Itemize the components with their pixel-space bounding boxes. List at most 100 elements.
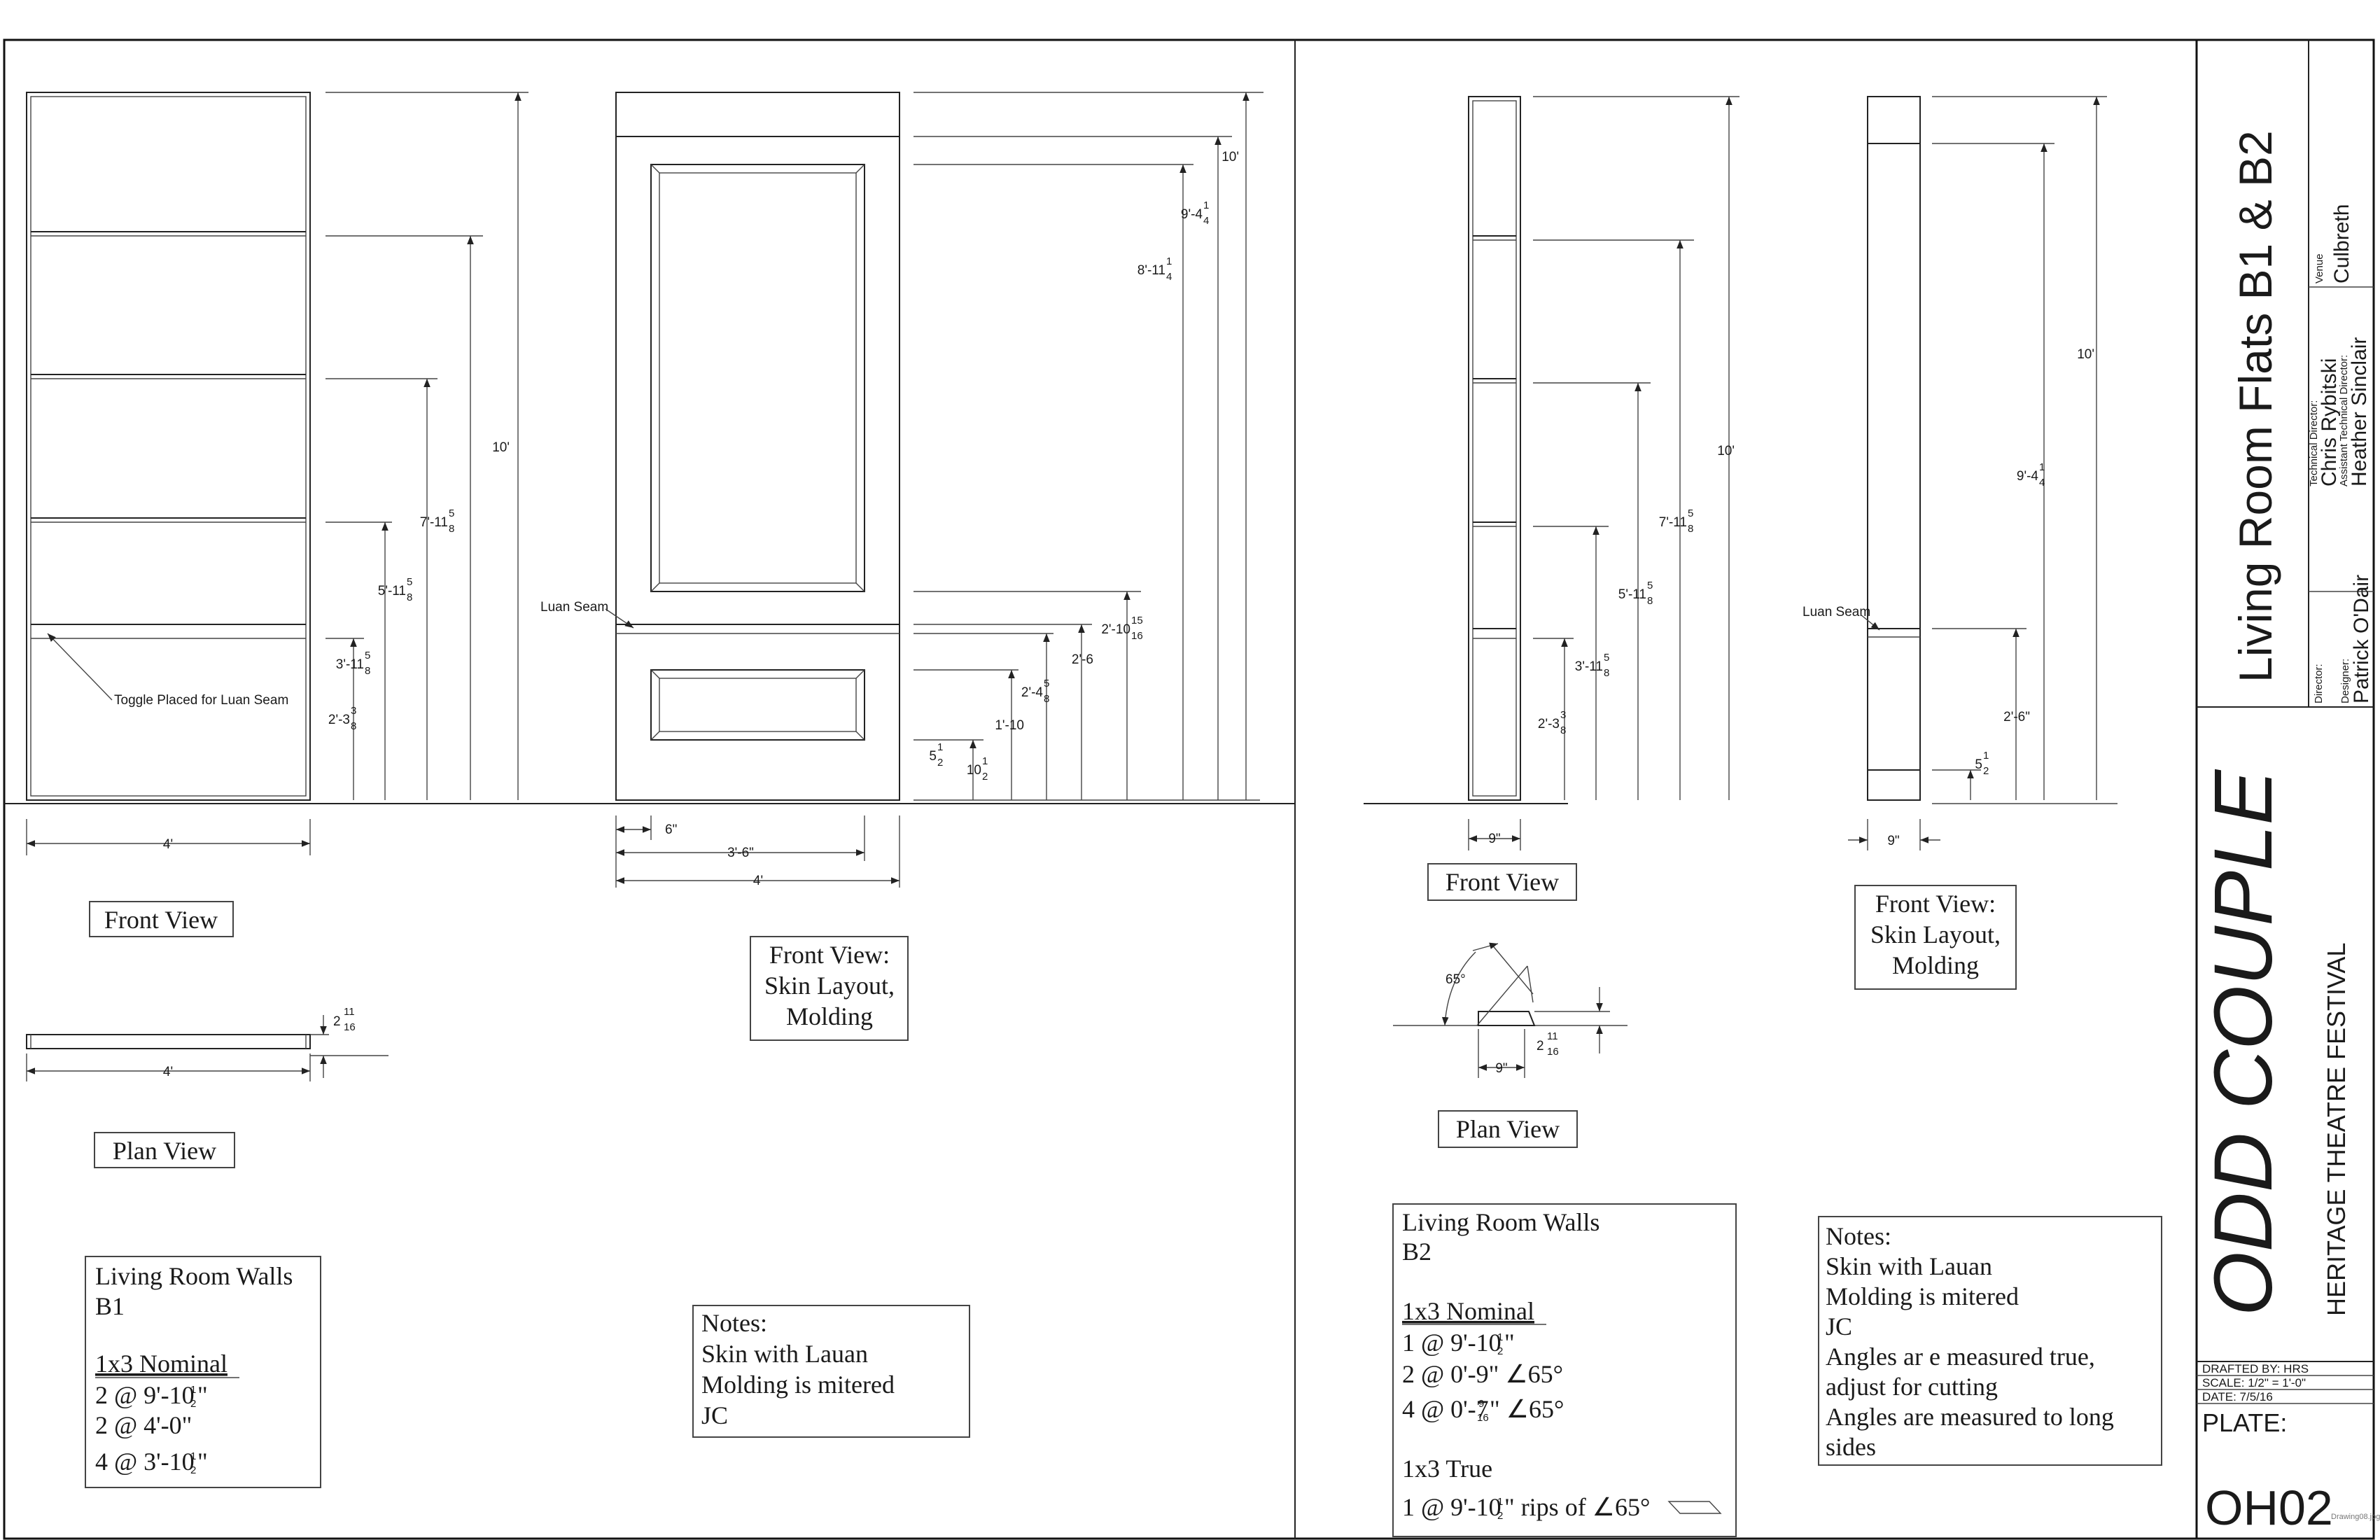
b1-dim-10: 10'	[492, 440, 510, 455]
b1-notes-line: Molding is mitered	[701, 1371, 895, 1399]
plate-number: OH02	[2205, 1480, 2333, 1535]
b1-plan-thick: 2	[333, 1014, 341, 1029]
td-role: Technical Director:	[2308, 400, 2320, 486]
b1-dim-3-11: 3'-11	[336, 657, 364, 672]
b1-frac-num: 5	[407, 576, 412, 588]
skin-dim-2-10: 2'-10	[1101, 622, 1130, 637]
b1-plan-view: 2 11 16 4' Plan View	[26, 1006, 388, 1168]
watermark: Drawing08.jpg	[2331, 1513, 2380, 1521]
b1-cut-inch: "	[197, 1448, 208, 1476]
director-role: Director:	[2313, 664, 2325, 704]
b1-cut-row-3: 4 @ 3'-10	[95, 1448, 195, 1476]
b1-frac-den: 8	[407, 592, 412, 603]
b2-cut-row-4: 1 @ 9'-10	[1402, 1493, 1502, 1521]
b1-notes-line: Skin with Lauan	[701, 1340, 868, 1368]
b2-notes-line: JC	[1826, 1312, 1852, 1340]
b2-skin-frac: 4	[2039, 477, 2045, 489]
b1-dim-7-11: 7'-11	[420, 515, 448, 530]
b2-cut-frac: 1	[1497, 1496, 1503, 1508]
b2-skin-dim-10: 10'	[2077, 347, 2094, 362]
b2-cut-row-3: 4 @ 0'-7	[1402, 1395, 1489, 1423]
b2-notes-line: adjust for cutting	[1826, 1373, 1998, 1401]
skin-dim-1-10: 1'-10	[995, 718, 1024, 733]
b1-front-view-label: Front View	[104, 906, 218, 934]
skin-label-1: Front View:	[769, 941, 890, 969]
b1-cut-frac: 1	[190, 1384, 196, 1396]
b2-skin-label-3: Molding	[1892, 951, 1979, 979]
b2-notes-line: Molding is mitered	[1826, 1282, 2019, 1310]
atd-role: Assistant Technical Director:	[2338, 355, 2350, 486]
b1-frac-num: 5	[449, 507, 454, 519]
b2-skin-frac: 1	[2039, 461, 2045, 473]
b1-cut-frac: 2	[190, 1464, 196, 1476]
b1-notes-line: JC	[701, 1401, 728, 1429]
b1-frac-den: 8	[365, 665, 370, 677]
b2-cut-frac: 9	[1478, 1398, 1484, 1410]
b2-skin-label-1: Front View:	[1875, 890, 1996, 918]
skin-width-6: 6"	[665, 822, 677, 837]
skin-frac: 8	[1044, 693, 1049, 705]
b2-dim-2-3: 2'-3	[1538, 717, 1560, 732]
b2-dim-5-11: 5'-11	[1618, 587, 1646, 602]
skin-label-2: Skin Layout,	[764, 972, 895, 1000]
b1-plan-frac-num: 11	[344, 1006, 355, 1018]
b2-notes-line: Skin with Lauan	[1826, 1252, 1992, 1280]
b1-cut-frac: 1	[190, 1450, 196, 1462]
b2-cut-title: Living Room Walls	[1402, 1208, 1600, 1236]
b1-front-view: Toggle Placed for Luan Seam 10' 7'-11 5 …	[26, 92, 528, 937]
b1-cut-frac: 2	[190, 1398, 196, 1410]
skin-dim-2-4: 2'-4	[1021, 685, 1044, 700]
b1-cut-row-1: 2 @ 9'-10	[95, 1381, 195, 1409]
b2-cut-frac: 16	[1477, 1412, 1489, 1424]
b2-cut-id: B2	[1402, 1238, 1432, 1266]
b1-cut-inch: "	[197, 1381, 208, 1409]
venue-role: Venue	[2314, 253, 2325, 284]
b2-dim-10: 10'	[1717, 444, 1735, 458]
b2-cut-nominal: 1x3 Nominal	[1402, 1297, 1534, 1325]
date: DATE: 7/5/16	[2202, 1390, 2273, 1404]
b1-cut-list: Living Room Walls B1 1x3 Nominal 2 @ 9'-…	[85, 1256, 321, 1488]
b2-plan-frac: 11	[1547, 1030, 1558, 1042]
b2-notes: Notes: Skin with Lauan Molding is mitere…	[1818, 1216, 2162, 1466]
sheet-border	[3, 38, 2375, 1540]
b1-cut-title: Living Room Walls	[95, 1262, 293, 1290]
b2-frac: 8	[1647, 595, 1653, 607]
b2-plan-width: 9"	[1495, 1061, 1507, 1076]
b2-cut-true: 1x3 True	[1402, 1455, 1492, 1483]
rip-profile-icon	[1667, 1501, 1722, 1514]
b2-cut-row-2: 2 @ 0'-9" ∠65°	[1402, 1360, 1563, 1388]
b2-plan-angle: 65°	[1446, 972, 1466, 987]
b1-plan-width: 4'	[163, 1065, 173, 1079]
b2-frac: 5	[1688, 507, 1693, 519]
sheet-title: Living Room Flats B1 & B2	[2230, 130, 2281, 682]
b2-cut-frac: 2	[1497, 1510, 1503, 1522]
designer-name: Patrick O'Dair	[2350, 575, 2373, 704]
b2-skin-dim-5: 5	[1975, 757, 1982, 772]
b2-cut-inch: "	[1504, 1329, 1515, 1357]
td-name: Chris Rybitski	[2318, 358, 2341, 486]
b2-plan-thick: 2	[1536, 1039, 1544, 1054]
skin-dim-9-4: 9'-4	[1181, 207, 1203, 222]
b2-skin-dim-9-4: 9'-4	[2017, 469, 2039, 484]
b2-luan-seam: Luan Seam	[1802, 605, 1870, 620]
b2-frac: 3	[1560, 709, 1566, 721]
b2-notes-line: sides	[1826, 1433, 1876, 1461]
b1-notes-heading: Notes:	[701, 1309, 767, 1337]
b2-cut-frac: 1	[1497, 1331, 1503, 1343]
b2-skin-frac: 1	[1983, 750, 1989, 762]
b2-front-view: 10' 7'-11 5 8 5'-11 5 8 3'-11 5 8 2'-3 3…	[1364, 96, 1740, 901]
b2-frac: 8	[1560, 724, 1566, 736]
skin-label-3: Molding	[786, 1002, 873, 1030]
designer-role: Designer:	[2339, 659, 2351, 704]
b1-frac-den: 8	[449, 523, 454, 535]
b1-dim-2-3: 2'-3	[328, 713, 350, 727]
b1-frac-num: 5	[365, 650, 370, 662]
skin-frac: 2	[982, 771, 988, 783]
b1-plan-frac-den: 16	[344, 1021, 356, 1033]
toggle-note: Toggle Placed for Luan Seam	[114, 693, 288, 708]
skin-frac: 1	[1166, 255, 1172, 267]
b2-skin-dim-2-6: 2'-6"	[2003, 710, 2030, 724]
b2-frac: 5	[1647, 580, 1653, 592]
b1-width: 4'	[163, 837, 173, 852]
